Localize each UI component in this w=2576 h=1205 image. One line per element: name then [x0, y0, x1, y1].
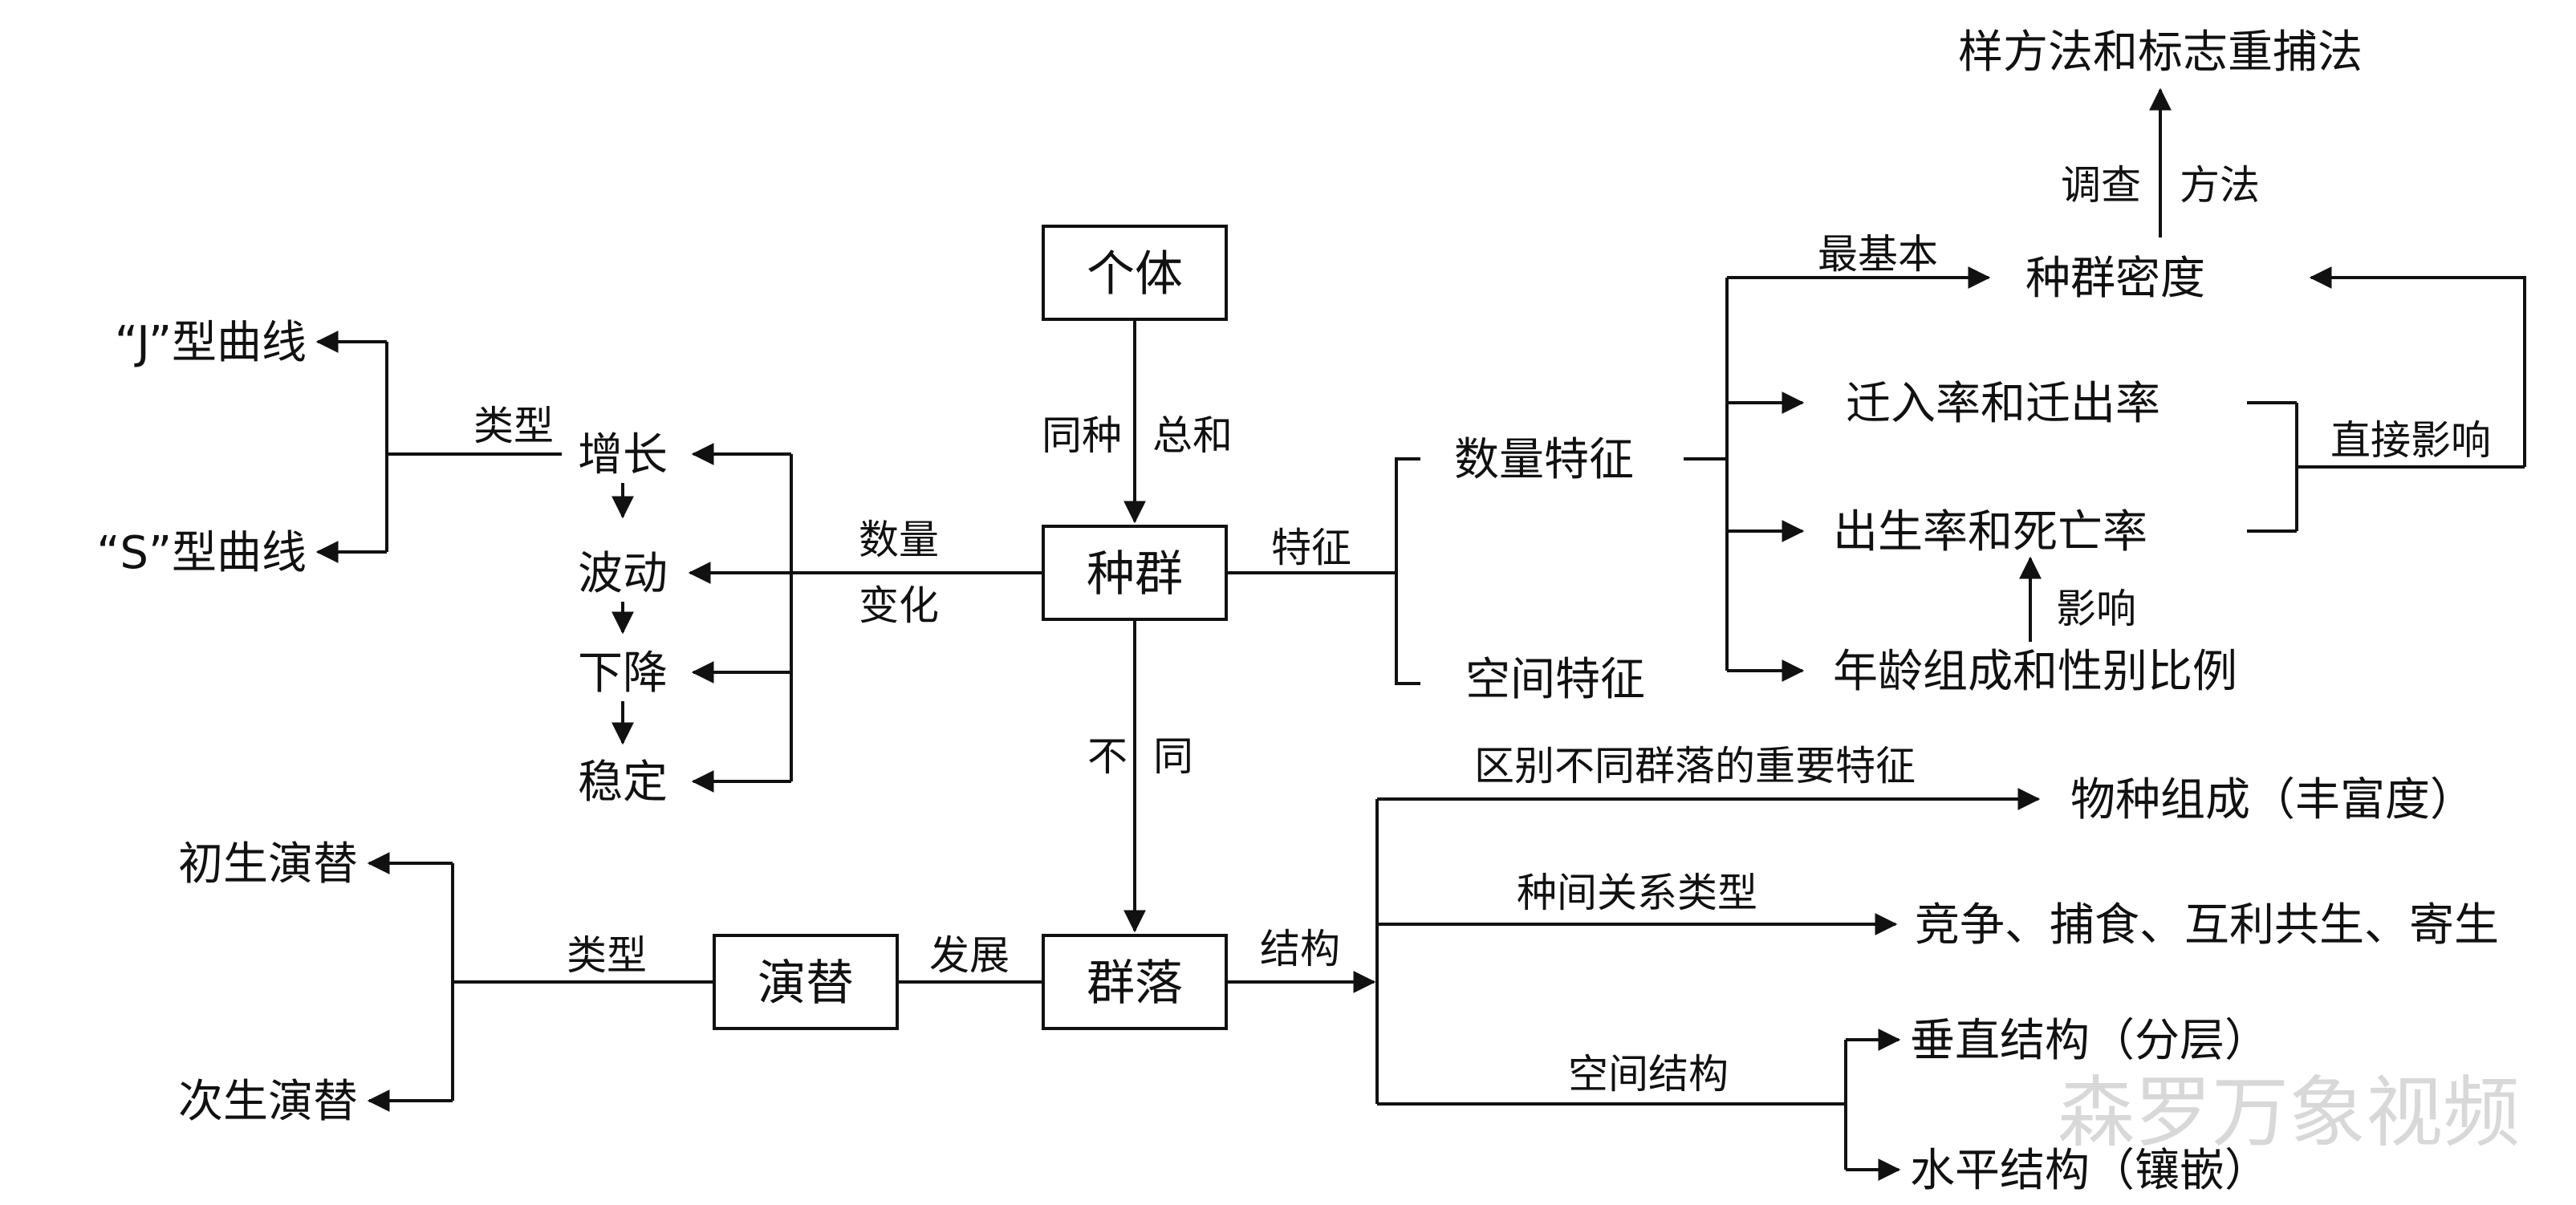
population-label: 种群	[1087, 546, 1183, 602]
to-density-feedback-arrow	[2309, 266, 2526, 467]
succession-label: 演替	[758, 955, 854, 1012]
edge-label-features: 特征	[1271, 525, 1351, 571]
individual-label: 个体	[1087, 246, 1183, 302]
edge-label-interspecific: 种间关系类型	[1517, 870, 1757, 916]
age-sex-ratio-label: 年龄组成和性别比例	[1833, 646, 2237, 698]
quantity-features-label: 数量特征	[1454, 434, 1634, 486]
features-bracket	[1395, 457, 1420, 685]
species-composition-label: 物种组成（丰富度）	[2070, 774, 2475, 826]
succession-node: 演替	[713, 934, 899, 1030]
birth-death-rate-label: 出生率和死亡率	[1833, 506, 2147, 558]
edge-label-quantity-2: 变化	[859, 582, 939, 629]
edge-label-develop: 发展	[929, 932, 1010, 979]
edge-label-quantity-1: 数量	[859, 517, 939, 563]
community-node: 群落	[1042, 934, 1228, 1030]
edge-label-spatial-structure: 空间结构	[1568, 1051, 1729, 1097]
population-density-label: 种群密度	[2025, 253, 2205, 305]
j-curve-label: “J”型曲线	[115, 317, 307, 369]
edge-label-growth-type: 类型	[473, 403, 554, 449]
migration-rate-label: 迁入率和迁出率	[1846, 378, 2160, 430]
interspecific-types-label: 竞争、捕食、互利共生、寄生	[1915, 899, 2499, 951]
spatial-features-label: 空间特征	[1465, 654, 1645, 706]
edge-label-structure: 结构	[1260, 926, 1340, 972]
growth-label: 增长	[578, 429, 668, 481]
horizontal-structure-label: 水平结构（镶嵌）	[1910, 1145, 2269, 1197]
edge-label-survey: 调查	[2061, 162, 2141, 209]
decline-label: 下降	[578, 647, 668, 700]
s-curve-label: “S”型曲线	[96, 527, 307, 579]
edge-label-succession-type: 类型	[567, 932, 647, 979]
edge-label-different-1: 不	[1087, 733, 1128, 780]
primary-succession-label: 初生演替	[178, 838, 358, 891]
edge-label-direct-influence: 直接影响	[2330, 417, 2491, 464]
population-node: 种群	[1042, 525, 1228, 621]
edge-label-sum: 总和	[1152, 412, 1233, 459]
vertical-structure-label: 垂直结构（分层）	[1910, 1015, 2269, 1067]
community-label: 群落	[1087, 955, 1183, 1012]
edge-label-different-2: 同	[1153, 733, 1193, 780]
edge-label-influence: 影响	[2056, 586, 2136, 632]
survey-methods-label: 样方法和标志重捕法	[1958, 26, 2363, 79]
watermark: 森罗万象视频	[2058, 1068, 2520, 1158]
fluctuation-label: 波动	[578, 548, 668, 600]
edge-label-method: 方法	[2180, 162, 2260, 209]
individual-node: 个体	[1042, 225, 1228, 321]
edge-label-most-basic: 最基本	[1818, 231, 1938, 278]
edge-label-same-species: 同种	[1042, 412, 1122, 459]
stable-label: 稳定	[578, 757, 668, 809]
edge-label-distinguish: 区别不同群落的重要特征	[1474, 743, 1916, 789]
secondary-succession-label: 次生演替	[178, 1076, 358, 1128]
